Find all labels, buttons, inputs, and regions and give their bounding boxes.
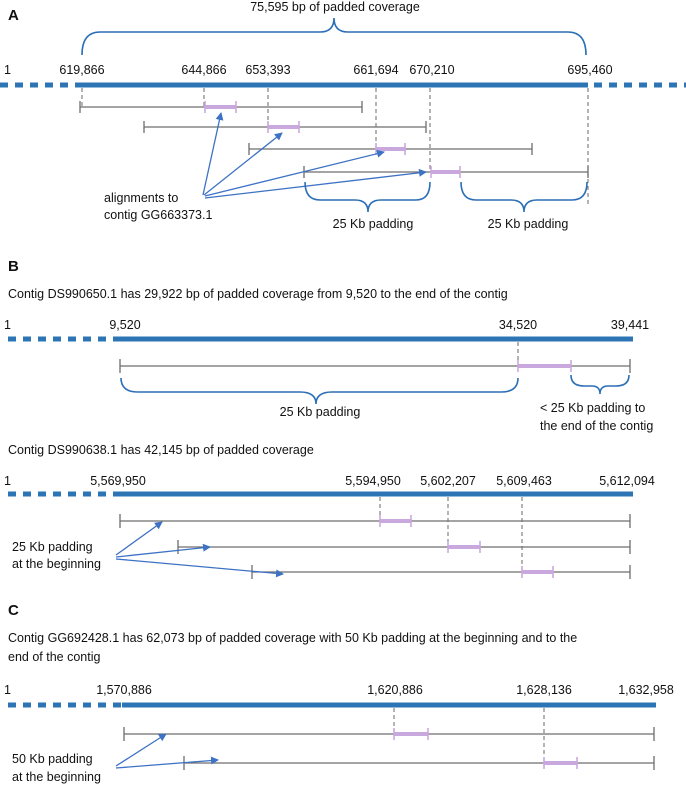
tick-label: 5,612,094 xyxy=(599,474,655,488)
padding-arrows xyxy=(115,733,219,769)
contig-description: end of the contig xyxy=(8,650,100,664)
panel-a-letter: A xyxy=(8,7,19,24)
tick-label: 5,602,207 xyxy=(420,474,476,488)
tick-label: 1,620,886 xyxy=(367,683,423,697)
tick-label: 644,866 xyxy=(181,63,226,77)
left-padding-label: 25 Kb padding xyxy=(333,217,414,231)
tick-label: 1,632,958 xyxy=(618,683,674,697)
panel-a: A 75,595 bp of padded coverage 1 619,866… xyxy=(0,0,686,231)
left-padding-brace xyxy=(304,181,431,213)
tick-label: 1 xyxy=(4,63,11,77)
padding-row xyxy=(177,540,631,554)
padding-row xyxy=(251,565,631,579)
tick-label: 5,594,950 xyxy=(345,474,401,488)
tick-label: 39,441 xyxy=(611,318,649,332)
tick-label: 5,609,463 xyxy=(496,474,552,488)
alignments-note: contig GG663373.1 xyxy=(104,208,212,222)
tick-label: 1,570,886 xyxy=(96,683,152,697)
tick-label: 1 xyxy=(4,683,11,697)
padding-row xyxy=(183,756,655,770)
panel-c: C Contig GG692428.1 has 62,073 bp of pad… xyxy=(4,602,674,784)
padding-row xyxy=(248,143,533,155)
tick-label: 5,569,950 xyxy=(90,474,146,488)
right-padding-brace xyxy=(460,181,588,213)
tick-label: 670,210 xyxy=(409,63,454,77)
padding-row xyxy=(119,359,631,373)
panel-b-letter: B xyxy=(8,258,19,275)
end-padding-label: < 25 Kb padding to xyxy=(540,401,645,415)
end-padding-brace xyxy=(570,374,630,395)
tick-label: 619,866 xyxy=(59,63,104,77)
tick-label: 661,694 xyxy=(353,63,398,77)
padding-arrows xyxy=(115,521,284,578)
coverage-brace xyxy=(81,17,587,56)
right-padding-label: 25 Kb padding xyxy=(488,217,569,231)
padding-row xyxy=(79,101,363,113)
padding-note: 25 Kb padding xyxy=(12,540,93,554)
contig-description: Contig DS990638.1 has 42,145 bp of padde… xyxy=(8,443,314,457)
end-padding-label: the end of the contig xyxy=(540,419,653,433)
alignments-note: alignments to xyxy=(104,191,178,205)
tick-label: 653,393 xyxy=(245,63,290,77)
padding-row xyxy=(303,166,589,178)
padding-brace xyxy=(120,377,519,405)
contig-description: Contig DS990650.1 has 29,922 bp of padde… xyxy=(8,287,508,301)
coverage-brace-label: 75,595 bp of padded coverage xyxy=(250,0,420,14)
padding-brace-label: 25 Kb padding xyxy=(280,405,361,419)
tick-label: 1 xyxy=(4,318,11,332)
tick-label: 1,628,136 xyxy=(516,683,572,697)
tick-label: 695,460 xyxy=(567,63,612,77)
panel-b: B Contig DS990650.1 has 29,922 bp of pad… xyxy=(4,258,655,579)
padding-note: at the beginning xyxy=(12,770,101,784)
padding-row xyxy=(143,121,427,133)
panel-c-letter: C xyxy=(8,602,19,619)
padding-note: 50 Kb padding xyxy=(12,752,93,766)
padding-row xyxy=(119,514,631,528)
tick-label: 9,520 xyxy=(109,318,140,332)
contig-description: Contig GG692428.1 has 62,073 bp of padde… xyxy=(8,631,577,645)
alignment-arrows xyxy=(202,112,427,199)
padding-row xyxy=(123,727,655,741)
padding-note: at the beginning xyxy=(12,557,101,571)
tick-label: 1 xyxy=(4,474,11,488)
tick-label: 34,520 xyxy=(499,318,537,332)
